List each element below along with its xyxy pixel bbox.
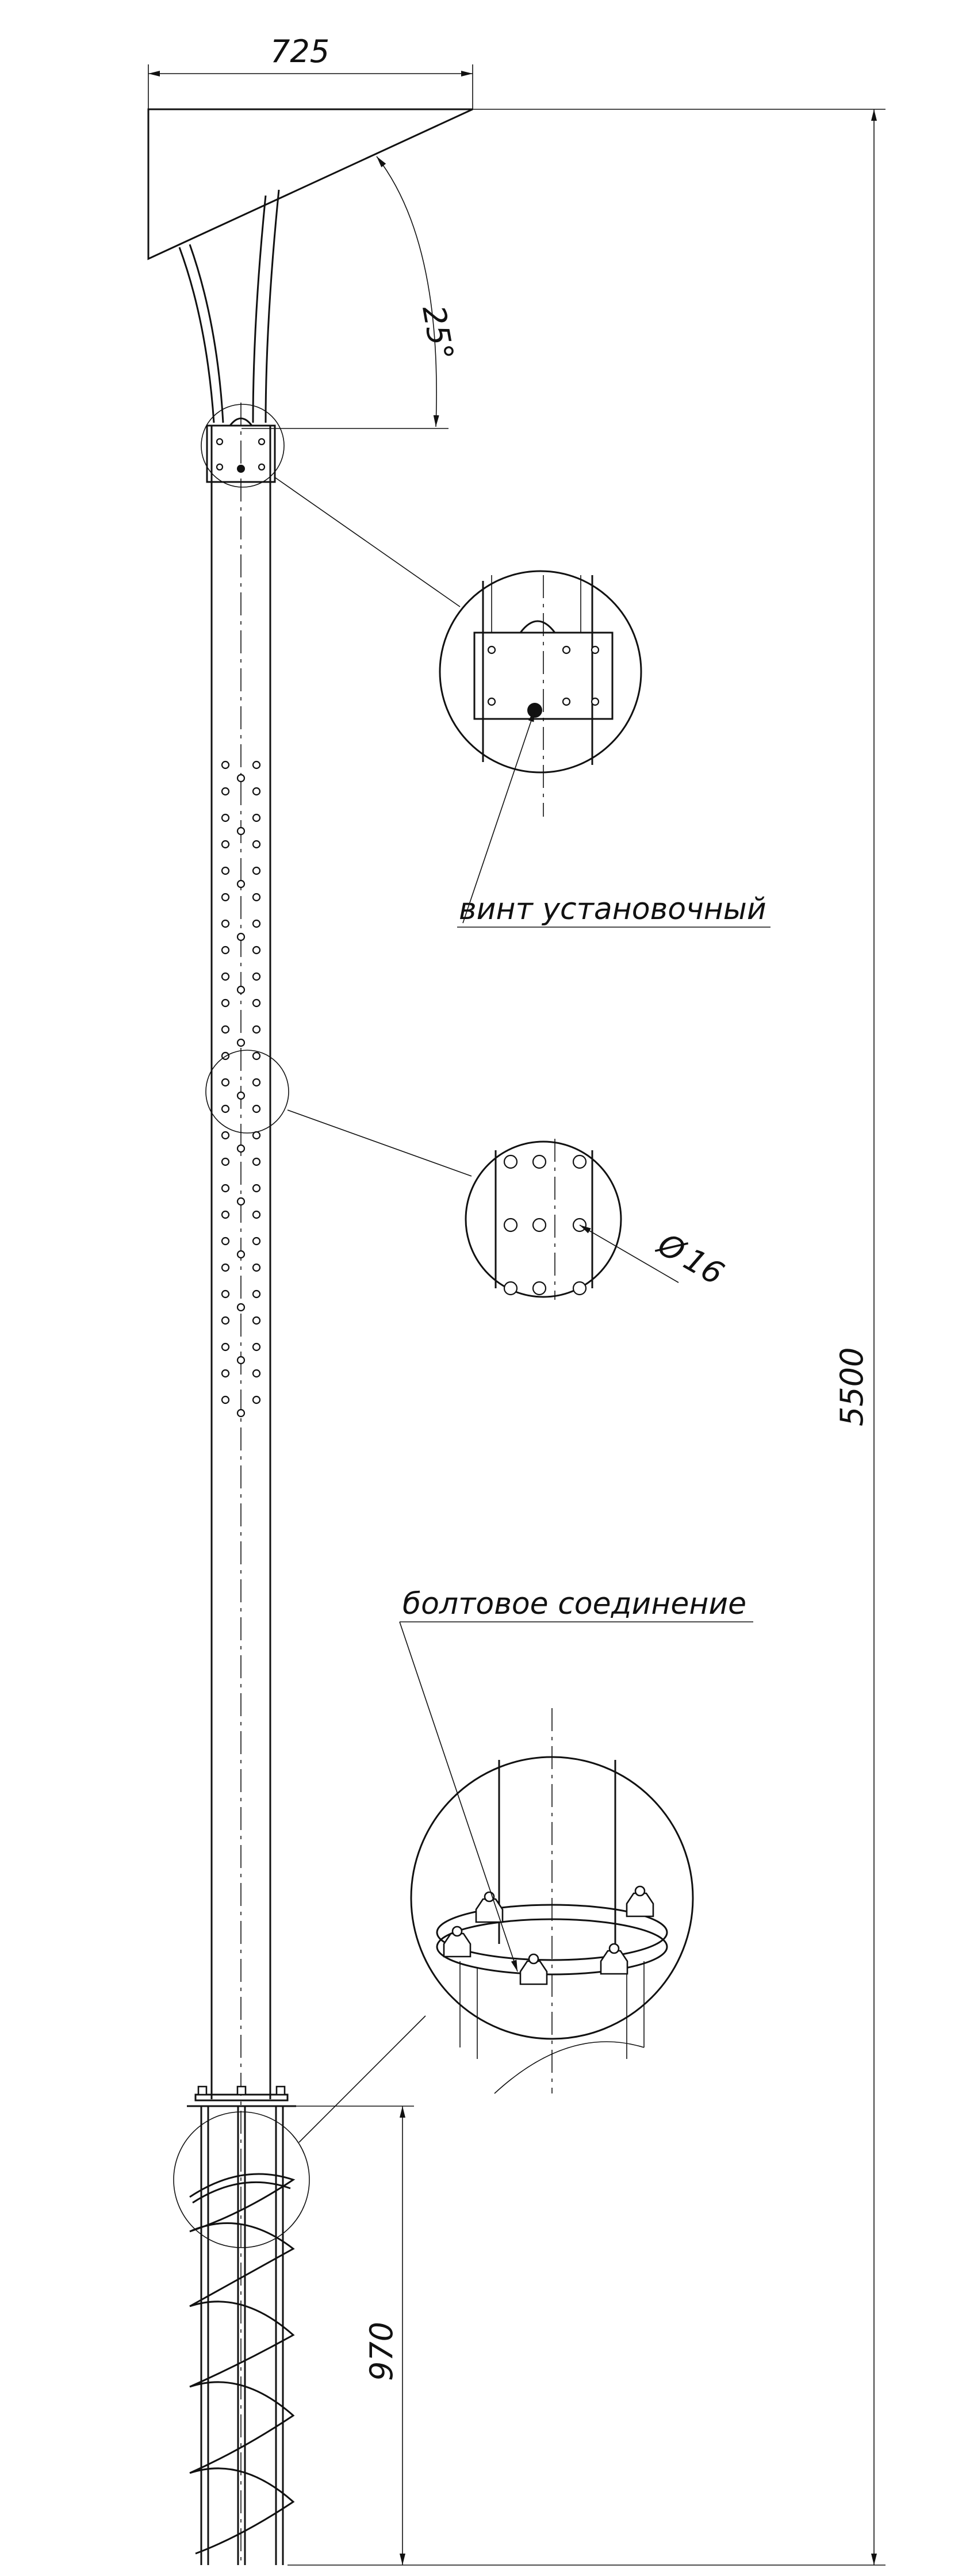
dimension-total-height: 5500 bbox=[834, 109, 877, 2565]
perforation-hole bbox=[252, 813, 261, 822]
perforation-hole bbox=[252, 1237, 261, 1246]
perforation-hole bbox=[252, 1395, 261, 1404]
perforation-hole bbox=[252, 998, 261, 1008]
perforation-hole bbox=[221, 1184, 230, 1193]
perforation-hole bbox=[236, 932, 246, 941]
perforation-hole bbox=[221, 787, 230, 796]
perforation-hole bbox=[252, 1051, 261, 1061]
perforation-hole bbox=[252, 1104, 261, 1113]
perforation-hole bbox=[252, 919, 261, 928]
perforation-hole bbox=[221, 1263, 230, 1272]
perforation-hole bbox=[221, 1157, 230, 1166]
perforation-hole bbox=[252, 1078, 261, 1087]
perforation-hole bbox=[252, 1316, 261, 1325]
perforation-hole bbox=[221, 1078, 230, 1087]
anchor-cage bbox=[187, 2085, 296, 2565]
perforation-hole bbox=[236, 1250, 246, 1259]
dimension-arm-reach-label: 725 bbox=[270, 33, 329, 70]
perforation-hole bbox=[221, 946, 230, 955]
perforation-hole bbox=[221, 813, 230, 822]
pole-shaft bbox=[206, 403, 276, 2565]
perforation-hole bbox=[221, 1210, 230, 1219]
perforation-hole bbox=[236, 985, 246, 994]
perforation-hole bbox=[252, 1025, 261, 1034]
perforation-holes bbox=[221, 760, 261, 1418]
perforation-hole bbox=[236, 1038, 246, 1047]
perforation-hole bbox=[236, 1197, 246, 1206]
perforation-hole bbox=[252, 946, 261, 955]
perforation-hole bbox=[252, 893, 261, 902]
perforation-hole bbox=[236, 774, 246, 783]
perforation-hole bbox=[221, 840, 230, 849]
detail-perforation: Ø 16 bbox=[205, 1050, 730, 1300]
perforation-hole bbox=[221, 1025, 230, 1034]
perforation-hole bbox=[221, 1395, 230, 1404]
perforation-hole bbox=[236, 1356, 246, 1365]
perforation-hole bbox=[252, 1210, 261, 1219]
perforation-hole bbox=[221, 893, 230, 902]
perforation-hole bbox=[252, 1157, 261, 1166]
perforation-hole bbox=[221, 919, 230, 928]
perforation-hole bbox=[236, 1408, 246, 1418]
perforation-hole bbox=[236, 1144, 246, 1153]
detail-set-screw: винт установочный bbox=[201, 404, 770, 928]
perforation-hole bbox=[236, 1091, 246, 1100]
dimension-arm-reach: 725 bbox=[148, 33, 473, 76]
perforation-hole bbox=[252, 840, 261, 849]
callout-bolted-joint: болтовое соединение bbox=[402, 1587, 746, 1621]
perforation-hole bbox=[252, 866, 261, 875]
perforation-hole bbox=[252, 1263, 261, 1272]
luminaire-arm bbox=[147, 64, 885, 423]
perforation-hole bbox=[221, 760, 230, 770]
flange-bolts bbox=[443, 1885, 654, 1985]
perforation-hole bbox=[252, 1342, 261, 1352]
dimension-total-height-label: 5500 bbox=[834, 1348, 870, 1426]
perforation-hole bbox=[221, 998, 230, 1008]
dimension-arm-angle-label: 25° bbox=[415, 303, 461, 363]
dimension-hole-diameter-label: 16 bbox=[678, 1241, 730, 1292]
perforation-hole bbox=[221, 866, 230, 875]
perforation-hole bbox=[252, 1289, 261, 1299]
perforation-hole bbox=[221, 1289, 230, 1299]
perforation-hole bbox=[252, 1184, 261, 1193]
perforation-hole bbox=[221, 972, 230, 981]
perforation-hole bbox=[252, 787, 261, 796]
dimension-embed-depth-label: 970 bbox=[363, 2322, 400, 2381]
perforation-hole bbox=[221, 1237, 230, 1246]
dimension-embed-depth: 970 bbox=[288, 2106, 885, 2566]
perforation-hole bbox=[236, 879, 246, 889]
perforation-hole bbox=[221, 1316, 230, 1325]
perforation-hole bbox=[221, 1104, 230, 1113]
perforation-hole bbox=[236, 826, 246, 836]
perforation-hole bbox=[221, 1342, 230, 1352]
perforation-hole bbox=[252, 760, 261, 770]
dimension-arm-angle: 25° bbox=[241, 156, 461, 429]
callout-set-screw: винт установочный bbox=[459, 892, 766, 927]
perforation-hole bbox=[236, 1303, 246, 1312]
perforation-hole bbox=[221, 1369, 230, 1378]
perforation-hole bbox=[252, 972, 261, 981]
perforation-hole bbox=[221, 1131, 230, 1140]
detail-bolted-joint: болтовое соединение bbox=[173, 1587, 753, 2248]
perforation-hole bbox=[252, 1369, 261, 1378]
